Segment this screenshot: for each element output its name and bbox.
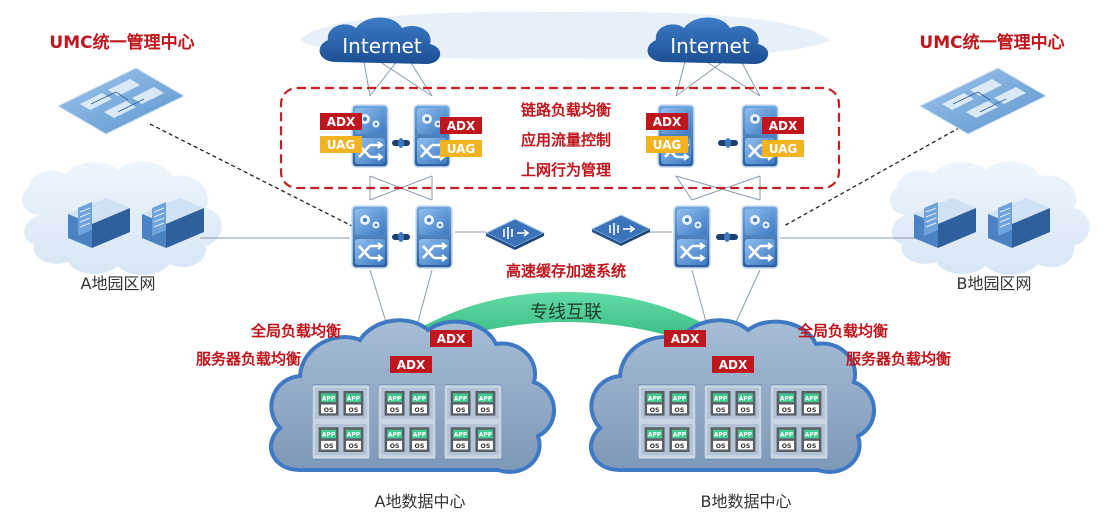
dc-b-features: 全局负载均衡 服务器负载均衡 xyxy=(797,322,951,368)
umc-title-right: UMC统一管理中心 xyxy=(919,32,1064,53)
dc-a-feature-server-lb: 服务器负载均衡 xyxy=(196,350,301,368)
uag-badge: UAG xyxy=(653,138,682,152)
gateway-device-b2 xyxy=(740,103,780,169)
cache-accelerator-left xyxy=(485,218,545,250)
internet-cloud-left: Internet xyxy=(319,17,441,64)
badge-group-dc: ADX ADX ADX ADX xyxy=(390,330,754,373)
uag-badge: UAG xyxy=(447,142,476,156)
dc-a-server-block-3 xyxy=(444,385,502,460)
core-device-b1 xyxy=(672,204,712,270)
gateway-device-a2 xyxy=(412,103,452,169)
uag-badge: UAG xyxy=(769,142,798,156)
dc-a-feature-global-lb: 全局负载均衡 xyxy=(250,322,341,340)
adx-badge: ADX xyxy=(653,115,682,129)
adx-badge: ADX xyxy=(437,332,466,346)
campus-b-label: B地园区网 xyxy=(957,274,1032,293)
core-device-a1 xyxy=(350,204,390,270)
feature-link-load-balancing: 链路负载均衡 xyxy=(521,101,611,119)
internet-label-right: Internet xyxy=(670,34,750,58)
dc-b-server-block-3 xyxy=(770,385,828,460)
connection-lines xyxy=(200,49,930,323)
dedicated-line-label: 专线互联 xyxy=(530,302,602,323)
internet-label-left: Internet xyxy=(342,34,422,58)
adx-badge: ADX xyxy=(719,358,748,372)
dedicated-line-arc xyxy=(416,292,716,352)
gateway-features: 链路负载均衡 应用流量控制 上网行为管理 xyxy=(521,101,611,179)
dc-b-server-block-2 xyxy=(704,385,762,460)
dc-b-label: B地数据中心 xyxy=(701,492,792,511)
dc-b-feature-server-lb: 服务器负载均衡 xyxy=(846,350,951,368)
adx-badge: ADX xyxy=(447,119,476,133)
link-connector xyxy=(392,138,738,242)
feature-app-traffic-control: 应用流量控制 xyxy=(521,131,611,149)
core-device-a2 xyxy=(414,204,454,270)
badge-group-upper: ADX UAG ADX UAG ADX UAG ADX UAG xyxy=(320,113,804,157)
adx-badge: ADX xyxy=(671,332,700,346)
core-device-b2 xyxy=(740,204,780,270)
adx-badge: ADX xyxy=(769,119,798,133)
cache-accelerator-right xyxy=(591,214,651,246)
dc-a-label: A地数据中心 xyxy=(375,492,466,511)
adx-badge: ADX xyxy=(397,358,426,372)
dc-a-features: 全局负载均衡 服务器负载均衡 xyxy=(196,322,341,368)
feature-internet-behavior-mgmt: 上网行为管理 xyxy=(521,161,611,179)
umc-console-left xyxy=(57,67,185,135)
dc-b-feature-global-lb: 全局负载均衡 xyxy=(797,322,888,340)
umc-console-right xyxy=(919,67,1047,135)
campus-a-label: A地园区网 xyxy=(81,274,156,293)
dc-a-server-block-2 xyxy=(378,385,436,460)
internet-cloud-right: Internet xyxy=(647,17,769,64)
dc-b-server-block-1 xyxy=(638,385,696,460)
dc-a-server-block-1 xyxy=(312,385,370,460)
adx-badge: ADX xyxy=(327,115,356,129)
umc-link-left xyxy=(149,123,353,227)
cache-system-label: 高速缓存加速系统 xyxy=(506,262,626,280)
uag-badge: UAG xyxy=(327,138,356,152)
umc-title-left: UMC统一管理中心 xyxy=(49,32,194,53)
